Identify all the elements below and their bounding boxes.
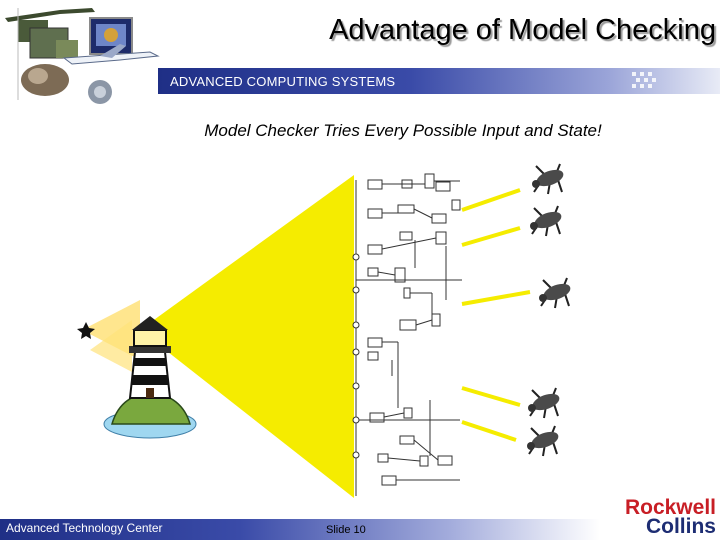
model-diagram	[352, 173, 464, 498]
bug-icon	[539, 277, 571, 309]
banner-label: ADVANCED COMPUTING SYSTEMS	[170, 74, 396, 89]
bug-rays	[461, 188, 531, 442]
logo-line1: Rockwell	[624, 496, 716, 519]
bug-icon	[530, 205, 562, 237]
banner-grid-decoration	[632, 72, 656, 88]
lighthouse-icon	[77, 300, 197, 439]
footer-bar	[0, 519, 600, 540]
header-banner	[158, 68, 720, 94]
bug-icon	[528, 387, 560, 419]
bug-icon	[527, 425, 559, 457]
rockwell-collins-logo: Rockwell Collins	[596, 496, 716, 538]
slide-number: Slide 10	[326, 524, 366, 536]
light-beam	[140, 175, 354, 498]
aircraft-collage-icon	[5, 8, 160, 104]
logo-line2: Collins	[645, 515, 716, 538]
footer-organization: Advanced Technology Center	[6, 521, 163, 535]
bug-icon	[532, 163, 564, 195]
page-title: Advantage of Model Checking	[329, 14, 716, 46]
subtitle: Model Checker Tries Every Possible Input…	[204, 121, 602, 140]
